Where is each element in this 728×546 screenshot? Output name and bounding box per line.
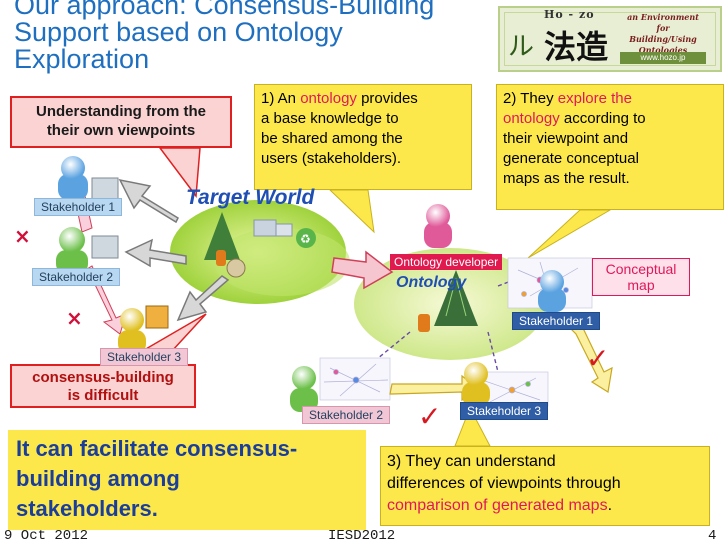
callout3-end: .	[607, 497, 613, 514]
cross-mark-1: ×	[14, 224, 31, 248]
understand-pointer	[158, 147, 201, 199]
ontology-developer-figure	[424, 204, 452, 248]
callout2-line4: generate conceptual	[503, 150, 639, 167]
callout3-line2: differences of viewpoints through	[387, 475, 621, 492]
callout1-number: 1) An	[261, 90, 297, 107]
arrow-to-stk2	[124, 238, 187, 268]
logo-url: www.hozo.jp	[620, 52, 706, 64]
left-stakeholder-1-label: Stakeholder 1	[34, 198, 123, 216]
slide-title: Our approach: Consensus-Building Support…	[14, 0, 484, 73]
target-world-label: Target World	[186, 186, 315, 209]
logo-kanji: 法造	[544, 28, 609, 66]
callout-ontology-knowledge: 1) An ontology provides a base knowledge…	[254, 84, 472, 190]
logo-hozo-text: Ho - zo	[544, 8, 595, 21]
right-stakeholder-1-figure	[538, 270, 566, 312]
understanding-line2: their own viewpoints	[46, 122, 196, 139]
callout2-highlight2: ontology	[503, 110, 560, 127]
arrow-world-to-ontology	[331, 250, 394, 290]
check-mark-2: ✓	[418, 400, 442, 433]
left-stakeholder-3-label: Stakeholder 3	[100, 348, 189, 366]
callout1-line2: a base knowledge to	[261, 110, 399, 127]
facilitate-line3: stakeholders.	[16, 496, 158, 521]
bottle-icon	[216, 250, 226, 266]
thought-image-3	[145, 305, 169, 329]
callout1-line3: be shared among the	[261, 130, 403, 147]
consensus-line2: is difficult	[67, 387, 139, 404]
tree-icon	[204, 212, 240, 260]
callout2-pointer	[527, 209, 612, 259]
left-stakeholder-1-figure	[58, 156, 88, 200]
logo-tagline-1: an Environment for	[627, 12, 699, 33]
facilitate-line1: It can facilitate consensus-	[16, 436, 298, 461]
callout3-line1: 3) They can understand	[387, 453, 556, 470]
conceptual-map-label-1: Conceptual	[605, 261, 677, 277]
callout2-number: 2) They	[503, 90, 554, 107]
check-mark-1: ✓	[586, 342, 610, 375]
title-line-2: Support based on Ontology	[14, 17, 343, 47]
understanding-callout: Understanding from the their own viewpoi…	[10, 96, 232, 148]
logo-frame	[504, 12, 716, 66]
callout2-rest: according to	[563, 110, 646, 127]
consensus-line1: consensus-building	[32, 369, 174, 386]
callout2-highlight1: explore the	[557, 90, 632, 107]
callout-explore-ontology: 2) They explore the ontology according t…	[496, 84, 724, 210]
right-stakeholder-1-label: Stakeholder 1	[512, 312, 601, 330]
right-stakeholder-3-figure	[462, 362, 490, 406]
left-stakeholder-2-label: Stakeholder 2	[32, 268, 121, 286]
logo-tagline: an Environment for Building/Using Ontolo…	[620, 12, 706, 56]
arrow-to-stk1	[118, 178, 179, 224]
concept-map-2	[319, 357, 391, 401]
footer-conference: IESD2012	[328, 528, 396, 544]
callout1-pointer	[328, 189, 375, 234]
callout-compare-maps: 3) They can understand differences of vi…	[380, 446, 710, 526]
callout2-line5: maps as the result.	[503, 170, 630, 187]
left-stakeholder-2-figure	[56, 227, 88, 274]
title-line-3: Exploration	[14, 44, 150, 74]
ontology-developer-label: Ontology developer	[390, 254, 503, 270]
facilitate-consensus-box: It can facilitate consensus- building am…	[8, 430, 366, 530]
right-stakeholder-2-label: Stakeholder 2	[302, 406, 391, 424]
callout1-line4: users (stakeholders).	[261, 150, 402, 167]
understanding-line1: Understanding from the	[35, 103, 206, 120]
callout3-highlight: comparison of generated maps	[387, 497, 608, 514]
ontology-tree-icon	[434, 270, 478, 326]
logo-tagline-2: Building/Using Ontologies	[629, 34, 697, 55]
consensus-difficult-callout: consensus-building is difficult	[10, 364, 196, 408]
hozo-logo: ル Ho - zo 法造 an Environment for Building…	[498, 6, 722, 72]
conceptual-map-label: Conceptual map	[592, 258, 690, 296]
logo-mark-icon: ル	[508, 32, 535, 62]
callout2-line3: their viewpoint and	[503, 130, 629, 147]
thought-image-2	[91, 235, 119, 259]
conceptual-map-label-2: map	[627, 277, 655, 293]
svg-text:♻: ♻	[300, 232, 311, 246]
recycle-icon	[296, 228, 316, 248]
callout1-highlight: ontology	[300, 90, 357, 107]
ontology-label: Ontology	[396, 274, 467, 291]
footer-date: 9 Oct 2012	[4, 528, 89, 544]
right-stakeholder-3-label: Stakeholder 3	[460, 402, 549, 420]
thought-image-1	[91, 177, 119, 201]
arrow-to-stk3	[176, 275, 230, 322]
facilitate-line2: building among	[16, 466, 180, 491]
callout1-rest: provides	[361, 90, 418, 107]
footer-page-number: 4	[708, 528, 717, 544]
right-double-arrow	[570, 325, 613, 393]
cross-mark-2: ×	[66, 306, 83, 330]
title-line-1: Our approach: Consensus-Building	[14, 0, 435, 20]
